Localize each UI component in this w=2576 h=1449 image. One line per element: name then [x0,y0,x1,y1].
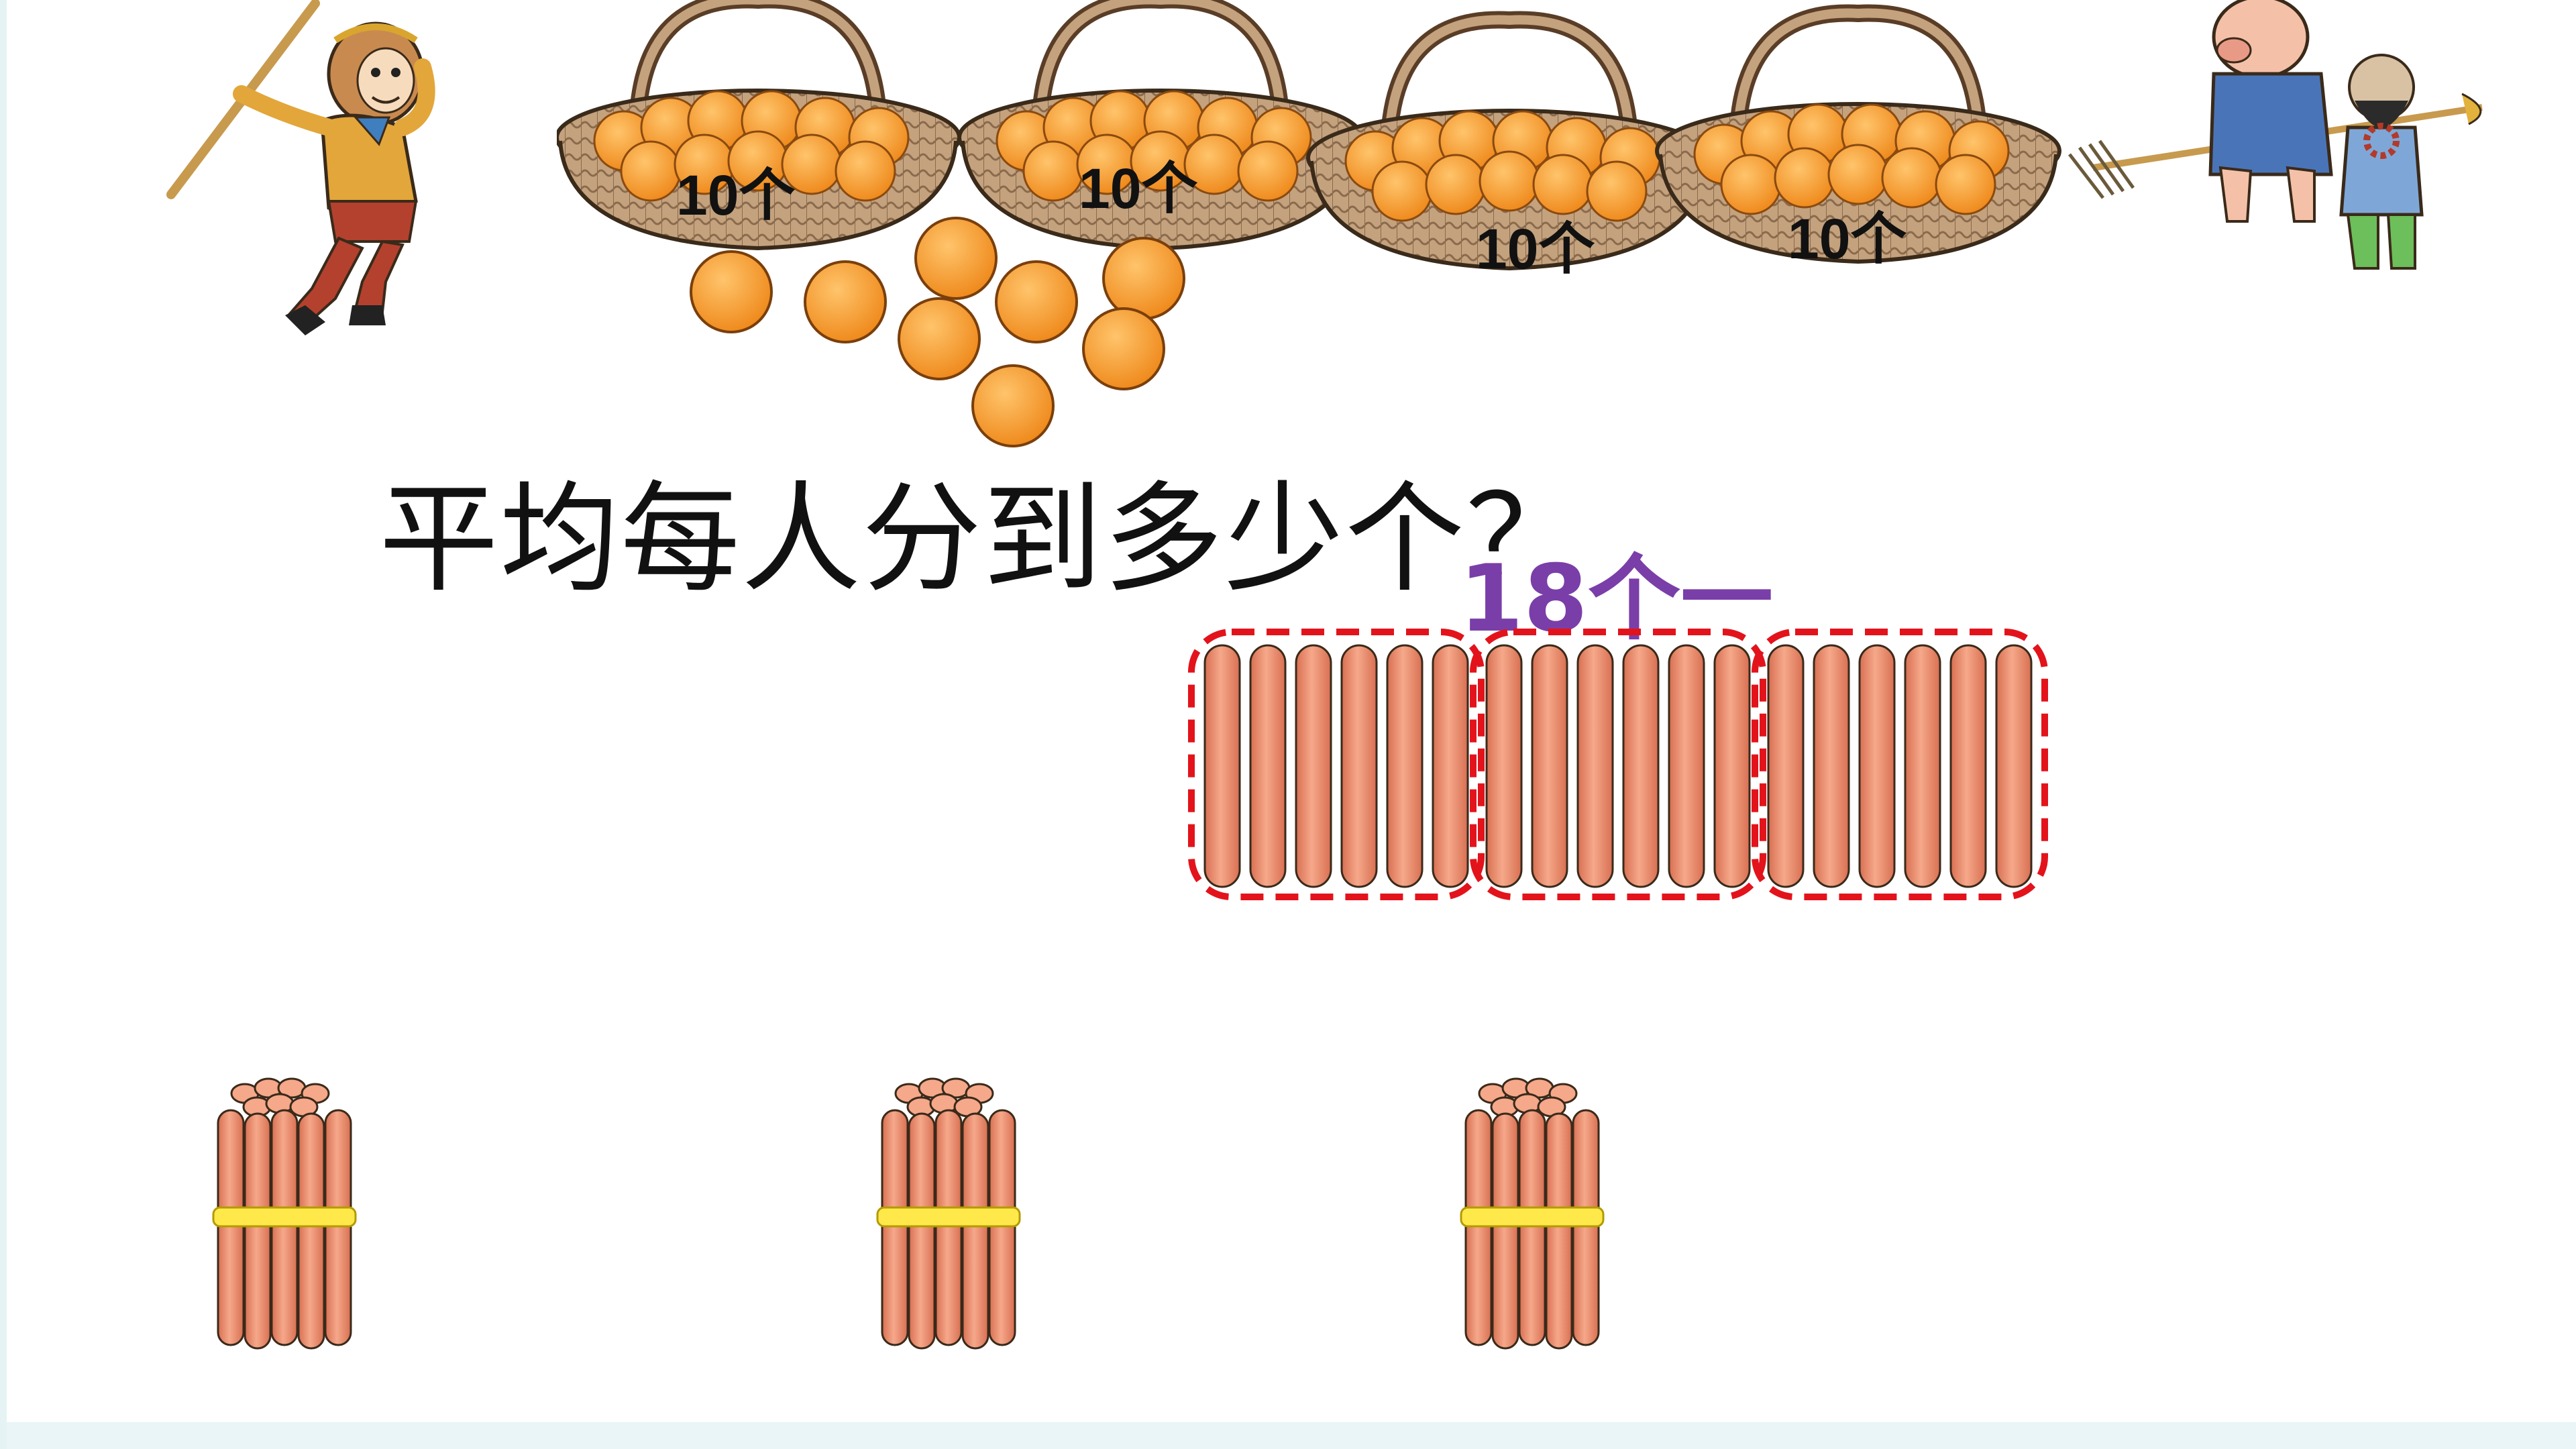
counting-stick [1904,644,1941,888]
counting-stick [1813,644,1850,888]
orange [995,260,1078,343]
basket-label-3: 10个 [1476,217,1595,280]
counting-stick [1531,644,1568,888]
stick-bundle [212,1077,357,1350]
dashed-group-outline [1470,629,1766,900]
orange [914,217,998,300]
basket-label-1: 10个 [676,164,795,227]
counting-stick [1713,644,1751,888]
counting-stick [1668,644,1705,888]
dashed-group-outline [1752,629,2048,900]
annotation-18-ones: 18个一 [1459,545,1774,653]
counting-stick [1995,644,2033,888]
orange [1082,307,1165,390]
orange [898,297,981,380]
orange [690,250,773,333]
counting-stick [1249,644,1287,888]
orange-baskets: 10个 10个 10个 10个 [557,0,2073,280]
counting-stick [1576,644,1614,888]
counting-stick [1203,644,1241,888]
counting-stick [1622,644,1660,888]
monkey-king-illustration [166,0,435,335]
pigsy-and-sandy-illustration [2068,0,2483,270]
dashed-group-outline [1188,629,1485,900]
counting-stick [1858,644,1896,888]
basket-label-4: 10个 [1788,207,1907,270]
stick-bundle [1460,1077,1605,1350]
counting-stick [1432,644,1469,888]
bottom-band [7,1422,2576,1449]
sticks-grouping [1188,629,2048,900]
orange [804,260,887,343]
counting-stick [1485,644,1523,888]
counting-stick [1767,644,1805,888]
counting-stick [1340,644,1378,888]
orange [971,364,1055,447]
counting-stick [1949,644,1987,888]
loose-oranges [690,217,1185,447]
basket-label-2: 10个 [1079,157,1197,220]
question-text: 平均每人分到多少个？ [379,470,1587,608]
counting-stick [1386,644,1424,888]
bundles-of-ten [212,1077,1605,1350]
counting-stick [1295,644,1332,888]
stick-bundle [876,1077,1021,1350]
orange [1102,237,1185,320]
